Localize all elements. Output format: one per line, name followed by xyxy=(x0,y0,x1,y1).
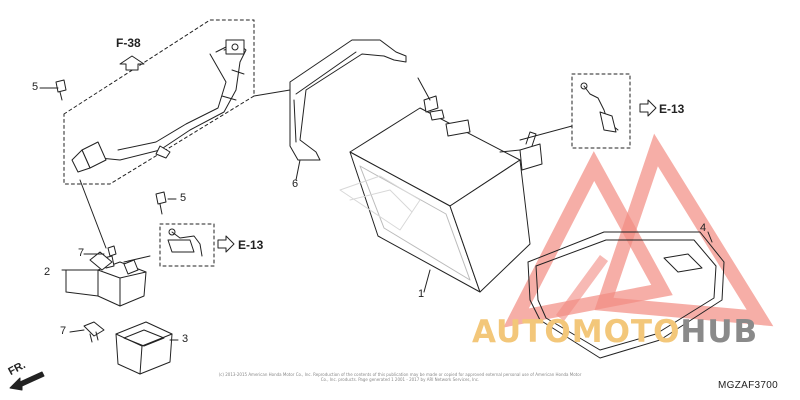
callout-5-top: 5 xyxy=(32,81,39,93)
reference-e13-top: E-13 xyxy=(659,102,685,116)
arrow-front xyxy=(9,371,45,391)
arrow-e13-mid xyxy=(217,235,235,253)
terminal-cable-negative xyxy=(167,228,203,257)
terminal-cable-positive xyxy=(580,82,619,133)
watermark-logo xyxy=(503,133,774,328)
brand-emboss xyxy=(339,175,421,231)
battery xyxy=(349,95,543,293)
terminal-group-outline-mid xyxy=(159,223,215,267)
callout-7-lower: 7 xyxy=(60,325,67,337)
watermark-text: AUTOMOTOHUB xyxy=(472,314,759,350)
callout-5-mid: 5 xyxy=(180,192,187,204)
callout-6: 6 xyxy=(292,178,299,190)
wire-harness xyxy=(71,39,247,173)
reference-f38: F-38 xyxy=(116,36,141,50)
callout-7-upper: 7 xyxy=(78,247,85,259)
bolt-mid xyxy=(155,191,167,215)
callout-1: 1 xyxy=(418,288,425,300)
arrow-f38 xyxy=(119,55,145,71)
fuse-small xyxy=(83,321,105,343)
leader-harness-to-band xyxy=(253,89,291,97)
reference-e13-mid: E-13 xyxy=(238,238,264,252)
callout-2: 2 xyxy=(44,266,51,278)
callout-3: 3 xyxy=(182,333,189,345)
battery-band xyxy=(289,39,407,161)
leader-terminal-top xyxy=(519,125,573,141)
copyright-notice: (c) 2013-2015 American Honda Motor Co., … xyxy=(218,372,582,382)
callout-4: 4 xyxy=(700,222,707,234)
leader-lines xyxy=(39,77,713,341)
diagram-code: MGZAF3700 xyxy=(718,380,778,391)
relay-cover xyxy=(115,321,173,375)
bolt-top xyxy=(55,79,67,101)
battery-tray xyxy=(527,231,725,359)
arrow-e13-top xyxy=(639,99,657,117)
relay-assembly xyxy=(89,245,147,307)
